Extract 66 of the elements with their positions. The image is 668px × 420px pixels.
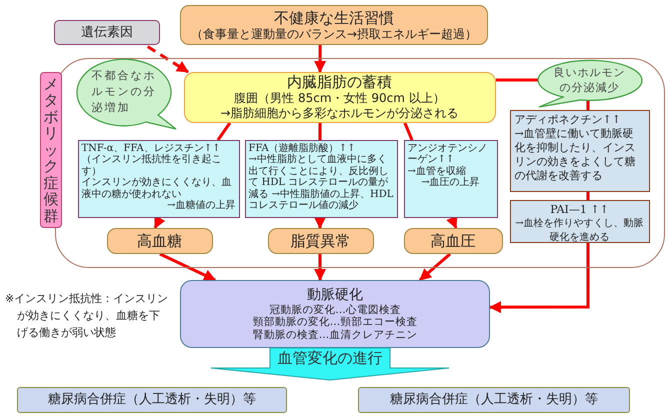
process-box — [404, 228, 502, 254]
box-text: 良いホルモンの分泌減少 — [552, 64, 626, 94]
process-box — [184, 72, 496, 122]
process-box — [268, 228, 374, 254]
info-box — [244, 140, 398, 218]
box-text: 糖尿病合併症（人工透析・失明）等 — [390, 392, 598, 408]
info-box — [404, 140, 498, 218]
box-text: 血管変化の進行 — [276, 348, 384, 368]
result-box — [358, 387, 630, 413]
arrow — [144, 44, 189, 74]
box-heading: 内臓脂肪の蓄積 — [287, 73, 392, 91]
box-text: 脂質異常 — [290, 232, 350, 250]
vertical-label-box — [40, 72, 62, 228]
info-box — [78, 140, 240, 218]
connector-line — [586, 192, 590, 200]
box-text: 腹囲（男性 85cm・女性 90cm 以上） — [234, 91, 445, 106]
box-heading: PAI—1 ↑↑ — [549, 202, 610, 216]
connector-line — [404, 122, 414, 141]
box-text: 高血糖 — [137, 232, 182, 250]
box-text: →血栓を作りやすくし、動脈硬化を進める — [514, 216, 644, 244]
process-box — [180, 5, 488, 45]
box-text: →血管を収縮 — [408, 166, 467, 176]
arrow — [159, 252, 216, 282]
box-text: 糖尿病合併症（人工透析・失明）等 — [48, 392, 256, 408]
box-heading: アディポネクチン↑↑ — [514, 112, 622, 126]
connector-line — [318, 123, 322, 140]
box-heading: アンジオテンシノーゲン↑↑ — [408, 142, 488, 166]
arrow — [314, 254, 326, 281]
connector-line — [216, 122, 232, 141]
speech-bubble — [76, 58, 178, 130]
arrow — [446, 216, 458, 229]
box-text: →中性脂肪として血液中に多く出て行くことにより、反比例して HDL コレステロールの量が減る →中性脂肪値の上昇、HDL コレステロール値の減少 — [248, 154, 394, 212]
speech-bubble — [534, 60, 642, 108]
down-arrow-shape — [210, 348, 450, 381]
process-box — [106, 228, 212, 254]
box-text: →血圧の上昇 — [420, 177, 481, 188]
info-box — [510, 200, 650, 242]
arrow — [489, 243, 590, 314]
factor-box — [54, 20, 160, 45]
box-text: （食事量と運動量のバランス→摂取エネルギー超過） — [190, 26, 478, 42]
box-text: （インスリン抵抗性を引き起こす） — [82, 154, 222, 176]
box-text: 冠動脈の変化…心電図検査 — [269, 304, 401, 316]
arrow — [314, 45, 326, 73]
arrow — [314, 216, 326, 229]
box-text: →血糖値の上昇 — [166, 200, 236, 212]
connector-line — [496, 78, 538, 82]
box-text: インスリンが効きにくくなり、血液中の糖が使われない — [82, 177, 232, 200]
box-text: メタボリック症候群 — [44, 76, 58, 224]
box-text: →血管壁に働いて動脈硬化を抑制したり、インスリンの効きをよくして糖の代謝を改善する — [514, 126, 636, 182]
arrow — [154, 215, 166, 229]
box-text: 不都合なホルモンの分泌増加 — [92, 68, 158, 116]
connector-line — [586, 100, 590, 110]
info-box — [510, 110, 650, 192]
box-text: 腎動脈の検査…血清クレアチニン — [252, 328, 418, 342]
footnote: ※インスリン抵抗性：インスリンが効きにくくなり、血糖を下げる働きが弱い状態 — [5, 291, 170, 341]
box-heading: 不健康な生活習慣 — [274, 8, 394, 26]
box-text: →脂肪細胞から多彩なホルモンが分泌される — [220, 106, 459, 121]
box-heading: FFA（遊離脂肪酸）↑↑ — [248, 142, 356, 154]
box-text: 遺伝素因 — [81, 24, 133, 40]
box-text: 頸部動脈の変化…頸部エコー検査 — [252, 316, 418, 329]
box-heading: TNF-α、FFA、レジスチン↑↑ — [82, 142, 222, 154]
result-box — [17, 387, 287, 413]
arrow — [418, 252, 452, 282]
process-box — [180, 280, 490, 348]
box-text: 高血圧 — [430, 232, 476, 250]
box-heading: 動脈硬化 — [307, 286, 363, 304]
